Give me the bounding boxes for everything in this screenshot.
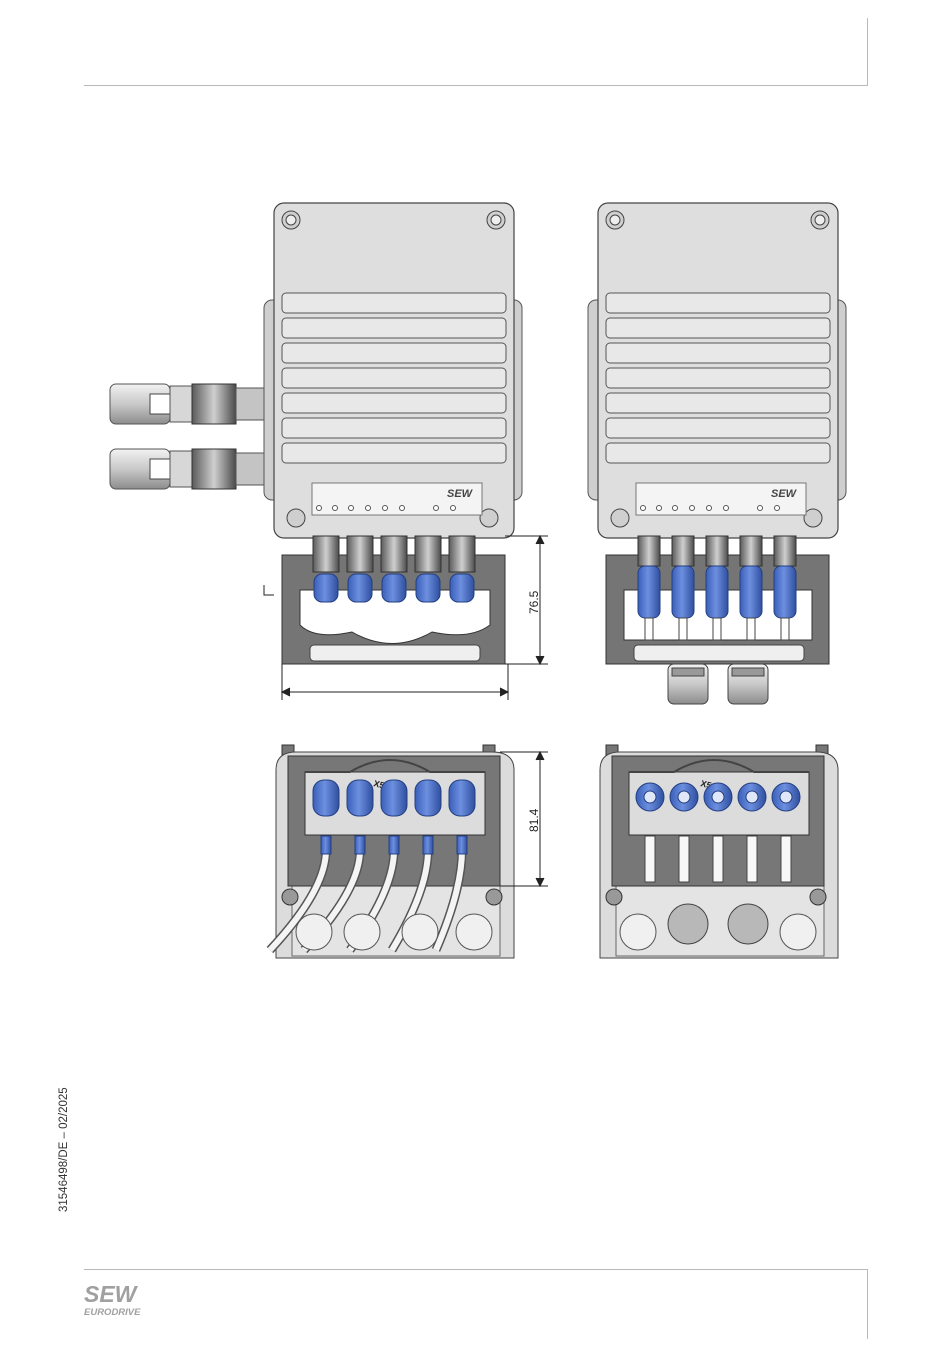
device-top-right: SEW bbox=[588, 203, 846, 704]
side-connector-lower bbox=[110, 449, 278, 489]
side-connector-upper bbox=[110, 384, 278, 424]
device-badge-left: SEW bbox=[447, 488, 474, 500]
device-badge-right: SEW bbox=[771, 488, 798, 500]
connector-row-top-left bbox=[313, 536, 475, 602]
dimension-label-81-4: 81.4 bbox=[527, 808, 541, 832]
device-bottom-left: X5133 bbox=[270, 745, 514, 958]
device-bottom-right: X5133 bbox=[600, 745, 838, 958]
dimension-label-76-5: 76.5 bbox=[527, 590, 541, 614]
bottom-round-plugs bbox=[668, 664, 768, 704]
device-top-left: SEW bbox=[264, 203, 522, 664]
side-connectors bbox=[110, 384, 278, 489]
